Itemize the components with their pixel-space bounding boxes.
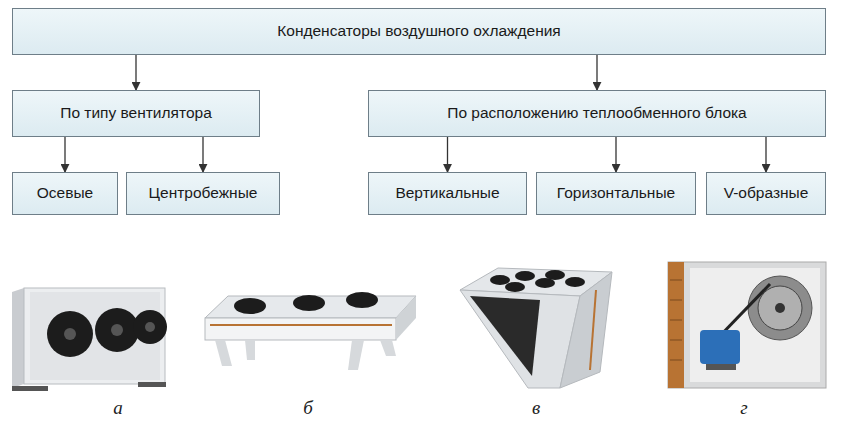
- fan-wheel-inner: [758, 286, 802, 330]
- fan: [234, 298, 266, 314]
- side-face: [396, 296, 416, 340]
- box-label: Осевые: [37, 184, 93, 203]
- box-label: По расположению теплообменного блока: [447, 104, 747, 123]
- fan-hub: [111, 324, 123, 336]
- top-surface: [205, 296, 416, 318]
- fan-hub: [145, 322, 155, 332]
- category-box: Осевые: [12, 172, 118, 215]
- arrow-connector: [447, 137, 448, 172]
- box-label: Горизонтальные: [557, 184, 675, 203]
- side-face: [560, 272, 612, 388]
- fan: [565, 277, 585, 287]
- arrow-connector: [64, 137, 65, 172]
- fan-hub: [775, 303, 785, 313]
- arrow-connector: [765, 137, 766, 172]
- fan: [47, 311, 93, 357]
- horizontal-condenser-image: [205, 292, 416, 370]
- category-box: Вертикальные: [368, 172, 527, 215]
- coil-line: [670, 280, 682, 281]
- figure-letter: б: [303, 397, 313, 419]
- arrow-connector: [202, 137, 203, 172]
- fan-hub: [64, 328, 76, 340]
- leg: [12, 386, 48, 391]
- side-panel: [12, 288, 24, 388]
- interior: [690, 268, 820, 382]
- figure-letter: а: [113, 397, 123, 419]
- leg: [215, 340, 232, 366]
- v-panel: [460, 290, 580, 388]
- figure-letter: в: [532, 397, 540, 419]
- box-label: Центробежные: [149, 184, 258, 203]
- motor-base: [706, 364, 736, 370]
- fan: [293, 295, 325, 311]
- arrow-connector: [615, 137, 616, 172]
- box-label: V-образные: [724, 184, 809, 203]
- box-label: Вертикальные: [395, 184, 499, 203]
- figure-letter: г: [740, 397, 747, 419]
- box-label: Конденсаторы воздушного охлаждения: [277, 22, 561, 41]
- fan-wheel: [748, 276, 812, 340]
- motor: [700, 330, 740, 364]
- fan: [515, 271, 535, 281]
- axial-condenser-image: [12, 288, 167, 391]
- fan: [95, 308, 139, 352]
- category-box: По расположению теплообменного блока: [368, 90, 826, 137]
- category-box: Горизонтальные: [536, 172, 696, 215]
- category-box: V-образные: [706, 172, 826, 215]
- arrow-connector: [596, 55, 597, 90]
- leg: [348, 340, 364, 370]
- category-box: Конденсаторы воздушного охлаждения: [12, 8, 826, 55]
- leg: [245, 340, 255, 360]
- coil-line: [670, 320, 682, 321]
- box-label: По типу вентилятора: [60, 104, 212, 123]
- category-box: По типу вентилятора: [12, 90, 260, 137]
- coil-line: [670, 360, 682, 361]
- fan: [346, 292, 378, 308]
- leg: [380, 340, 396, 356]
- fan: [545, 270, 565, 280]
- front-face: [205, 318, 396, 340]
- leg: [138, 382, 166, 387]
- fan: [505, 282, 525, 292]
- copper-coil: [668, 262, 684, 388]
- coil-face: [470, 296, 540, 376]
- fan: [490, 275, 510, 285]
- v-shaped-condenser-image: [460, 268, 612, 388]
- fan: [133, 310, 167, 344]
- pipe: [590, 290, 596, 370]
- housing: [668, 262, 826, 388]
- category-box: Центробежные: [126, 172, 280, 215]
- centrifugal-condenser-image: [668, 262, 826, 388]
- coil-line: [670, 340, 682, 341]
- arrow-connector: [135, 55, 136, 90]
- coil-line: [670, 300, 682, 301]
- pipe: [210, 324, 392, 326]
